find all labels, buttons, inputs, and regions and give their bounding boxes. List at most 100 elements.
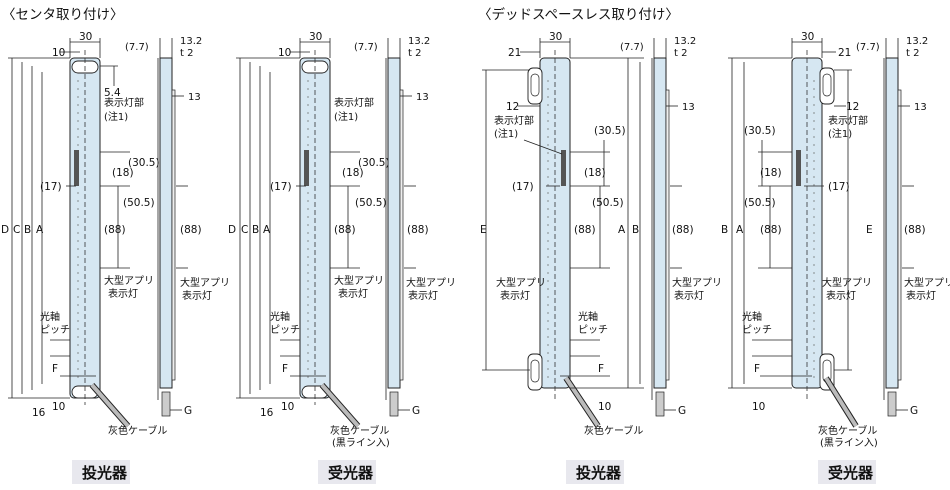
dim-f: F (282, 363, 288, 375)
dim-width-12: 12 (506, 101, 519, 113)
dim-c: C (241, 224, 248, 236)
label-indicator: 表示灯部 (104, 96, 144, 109)
dim-width-21: 21 (838, 47, 851, 59)
label-large-app: 大型アプリ (496, 276, 546, 289)
dim-13: 13 (914, 102, 927, 113)
dim-88: (88) (574, 224, 596, 236)
label-optical-axis: 光軸 (578, 310, 598, 323)
dim-30-5: (30.5) (744, 125, 776, 137)
dim-30-5: (30.5) (128, 157, 160, 169)
label-black-line: (黒ライン入) (820, 437, 878, 449)
label-large-app-side: 大型アプリ (904, 276, 950, 289)
dim-b: B (721, 224, 728, 236)
dim-width-30: 30 (79, 31, 92, 43)
dim-e: E (866, 224, 873, 236)
dim-30-5: (30.5) (358, 157, 390, 169)
side-body (159, 57, 173, 389)
dim-a: A (36, 224, 44, 236)
label-large-app-side: 大型アプリ (180, 276, 230, 289)
dim-g: G (910, 405, 918, 417)
dim-10-bottom: 10 (281, 401, 294, 413)
dim-a: A (736, 224, 744, 236)
caption-emitter-bg-2 (566, 460, 624, 484)
dim-10-bottom: 10 (752, 401, 765, 413)
dim-t2: t 2 (180, 48, 193, 59)
label-pitch: ピッチ (742, 324, 772, 336)
dim-13-2: 13.2 (180, 36, 202, 47)
dim-t2: t 2 (674, 48, 687, 59)
dim-13: 13 (682, 102, 695, 113)
caption-receiver-bg-2 (818, 460, 876, 484)
dim-5-4: 5.4 (104, 87, 121, 99)
label-indicator: 表示灯部 (334, 96, 374, 109)
dim-18: (18) (112, 167, 134, 179)
deadspace-emitter-side-view: (7.7) 13.2 t 2 13 (88) 大型アプリ 表示灯 G (620, 36, 722, 417)
dim-g: G (184, 405, 192, 417)
label-indicator: 表示灯部 (494, 114, 534, 127)
dim-17: (17) (512, 181, 534, 193)
dim-7-7: (7.7) (354, 42, 378, 53)
dim-d: D (228, 224, 236, 236)
label-large-app: 大型アプリ (104, 274, 154, 287)
dim-13-2: 13.2 (906, 36, 928, 47)
label-indicator-lamp: 表示灯 (500, 289, 530, 302)
label-pitch: ピッチ (40, 324, 70, 336)
dim-width-30: 30 (549, 31, 562, 43)
deadspace-receiver-side-view: (7.7) 13.2 t 2 13 (88) 大型アプリ 表示灯 G (856, 36, 950, 417)
label-large-app-side: 大型アプリ (406, 276, 456, 289)
caption-emitter-bg-1 (72, 460, 130, 484)
dim-88-side: (88) (904, 224, 926, 236)
deadspace-receiver-view: 30 21 12 表示灯部 (注1) B A (30.5) (18) (50.5… (721, 31, 878, 449)
dim-88: (88) (760, 224, 782, 236)
dim-width-30: 30 (801, 31, 814, 43)
dim-13-2: 13.2 (408, 36, 430, 47)
title-center-mount: 〈センタ取り付け〉 (2, 7, 124, 23)
label-pitch: ピッチ (578, 324, 608, 336)
label-large-app: 大型アプリ (334, 274, 384, 287)
dim-f: F (754, 363, 760, 375)
dim-88-side: (88) (407, 224, 429, 236)
label-indicator-lamp: 表示灯 (108, 287, 138, 300)
dim-7-7: (7.7) (125, 42, 149, 53)
label-note1: (注1) (494, 127, 518, 140)
caption-emitter-1: 投光器 (82, 464, 128, 482)
caption-receiver-bg-1 (318, 460, 376, 484)
dim-18: (18) (342, 167, 364, 179)
label-lamp-side: 表示灯 (182, 289, 212, 302)
dim-17: (17) (828, 181, 850, 193)
dim-t2: t 2 (906, 48, 919, 59)
label-lamp-side: 表示灯 (408, 289, 438, 302)
dim-17: (17) (40, 181, 62, 193)
dim-width-21: 21 (508, 47, 521, 59)
dim-d: D (1, 224, 9, 236)
label-gray-cable-rx: 灰色ケーブル (330, 424, 389, 437)
caption-receiver-2: 受光器 (828, 464, 874, 482)
dim-88-side: (88) (180, 224, 202, 236)
dim-88: (88) (334, 224, 356, 236)
label-note1: (注1) (828, 127, 852, 140)
dim-7-7: (7.7) (856, 42, 880, 53)
label-large-app: 大型アプリ (822, 276, 872, 289)
deadspace-emitter-view: 30 21 12 表示灯部 (注1) E (17) (30.5) (18) (5… (480, 31, 644, 437)
label-indicator-lamp: 表示灯 (338, 287, 368, 300)
center-receiver-view: 30 10 D C B A (17) (30.5) (18) (50.5) (8… (228, 31, 390, 449)
center-receiver-side-view: (7.7) 13.2 t 2 13 (88) 大型アプリ 表示灯 G (354, 36, 456, 417)
dim-width-30: 30 (309, 31, 322, 43)
dim-13: 13 (188, 92, 201, 103)
dim-b: B (632, 224, 639, 236)
label-black-line: (黒ライン入) (332, 437, 390, 449)
dim-30-5: (30.5) (594, 125, 626, 137)
dim-b: B (24, 224, 31, 236)
dim-g: G (678, 405, 686, 417)
caption-emitter-2: 投光器 (576, 464, 622, 482)
label-gray-cable: 灰色ケーブル (108, 424, 167, 437)
dim-a: A (263, 224, 271, 236)
dim-13-2: 13.2 (674, 36, 696, 47)
dim-50-5: (50.5) (744, 197, 776, 209)
center-emitter-side-view: (7.7) 13.2 t 2 13 (88) 大型アプリ 表示灯 G (125, 36, 230, 417)
dim-b: B (252, 224, 259, 236)
dim-18: (18) (760, 167, 782, 179)
dim-a: A (618, 224, 626, 236)
